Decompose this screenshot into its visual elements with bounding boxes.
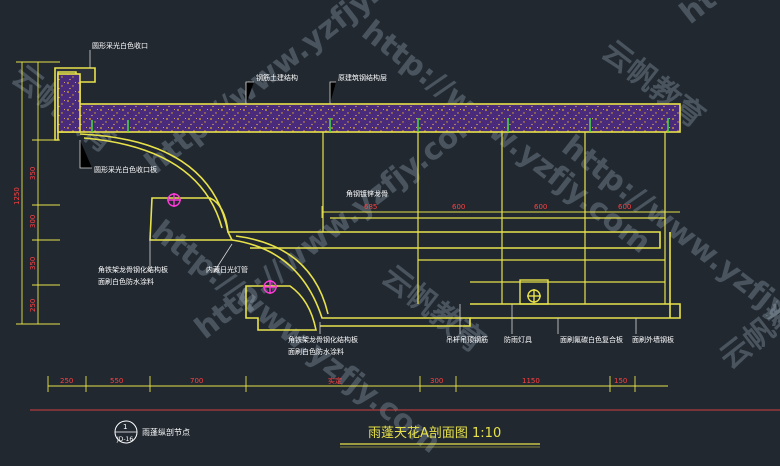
top-cap-label: 圆形采光白色收口 (92, 41, 148, 50)
watermark-layer: http://www.yzfjy.com http://www.yzfjy.co… (5, 0, 780, 461)
vertical-dimension-chain (16, 61, 60, 325)
upper-curve-inner (83, 137, 223, 229)
canopy-section-outline (54, 67, 681, 331)
dim-span-3: 700 (190, 377, 203, 385)
dim-height-2: 300 (29, 215, 37, 228)
lower-curve-inner (235, 235, 329, 315)
dim-total-height: 1250 (13, 187, 21, 205)
dim-height-4: 250 (29, 299, 37, 312)
dim-bay-1: 685 (364, 203, 377, 211)
concrete-slab (59, 103, 681, 133)
detail-number: 1 (123, 423, 127, 431)
leader-lines (79, 50, 637, 334)
dim-span-1: 250 (60, 377, 73, 385)
drawing-title: 雨蓬天花A剖面图 1:10 (368, 425, 501, 441)
hang-bolt-label: 吊杆吊顶钢筋 (446, 335, 488, 344)
bottom-dimension-chain (47, 376, 668, 392)
annotation-text-group: 圆形采光白色收口 钢筋土建结构 原建筑钢结构层 圆形采光白色收口板 角钢镀锌龙骨… (92, 41, 674, 356)
dim-span-5: 300 (430, 377, 443, 385)
light-label: 内藏日光灯管 (206, 265, 248, 274)
bottom-dimension-text: 250 550 700 实定 300 1150 150 (60, 376, 627, 385)
title-block: 1 JD-16 雨蓬纵剖节点 雨蓬天花A剖面图 1:10 (114, 420, 540, 448)
concrete-label: 钢筋土建结构 (256, 73, 298, 82)
bottom-ceiling-edge (470, 303, 681, 319)
left-cap-column (57, 73, 81, 133)
light-pocket-lower (245, 285, 317, 331)
vertical-dimension-text: 1250 350 300 350 250 (13, 167, 37, 312)
dim-height-1: 350 (29, 167, 37, 180)
dim-span-6: 1150 (522, 377, 540, 385)
steel-channel-label: 角钢镀锌龙骨 (346, 189, 388, 198)
dim-span-2: 550 (110, 377, 123, 385)
anchor-bolts (91, 118, 669, 132)
inner-dimension-chain (321, 206, 680, 218)
panel-white-label: 面刷氟碳白色复合板 (560, 335, 623, 344)
dim-bay-3: 600 (534, 203, 547, 211)
light-tube-symbols (167, 193, 277, 294)
light-pocket-upper (149, 197, 234, 241)
watermark-brand-3: 云帆教育 (375, 259, 491, 360)
dim-bay-4: 600 (618, 203, 631, 211)
lower-curved-ceiling (231, 239, 471, 327)
dim-height-3: 350 (29, 257, 37, 270)
structure-layer-label: 原建筑钢结构层 (338, 73, 387, 82)
keel-bottom-label-1: 角铁架龙骨钢化结构板 (288, 335, 358, 344)
cap-inner-label: 圆形采光白色收口板 (94, 165, 157, 174)
detail-label: 雨蓬纵剖节点 (142, 427, 190, 437)
keel-left-label-1: 角铁架龙骨钢化结构板 (98, 265, 168, 274)
dim-span-4: 实定 (328, 376, 342, 385)
inner-dimension-text: 685 600 600 600 (364, 203, 631, 211)
keel-bottom-label-2: 面刷白色防水涂料 (288, 347, 344, 356)
dim-bay-2: 600 (452, 203, 465, 211)
panel-side-label: 面刷外墙钢板 (632, 335, 674, 344)
watermark-url-6: http://www.yzfjy.com (673, 0, 780, 31)
dim-span-7: 150 (614, 377, 627, 385)
keel-left-label-2: 面刷白色防水涂料 (98, 277, 154, 286)
fixture-label: 防雨灯具 (504, 335, 532, 344)
rain-light-fixture (519, 279, 549, 305)
detail-sheet: JD-16 (116, 436, 133, 443)
